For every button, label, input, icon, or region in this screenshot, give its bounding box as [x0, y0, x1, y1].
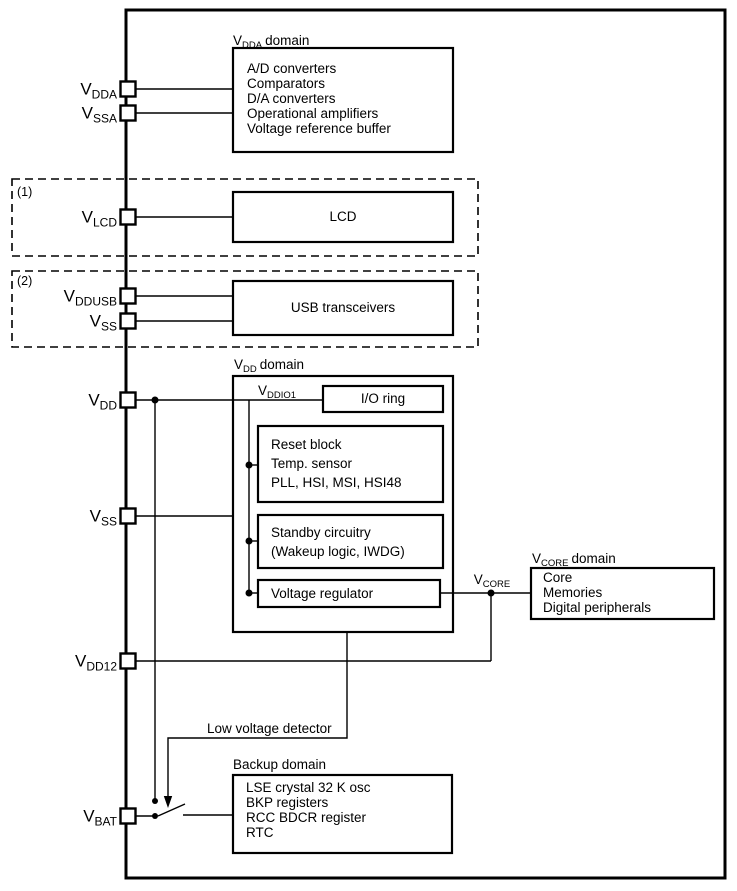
wire-low-voltage-detector [167, 632, 348, 796]
backup-item: BKP registers [246, 795, 329, 810]
backup-item: LSE crystal 32 K osc [246, 780, 371, 795]
pin-label-vdda: VDDA [80, 80, 117, 102]
usb-box-label: USB transceivers [291, 300, 396, 315]
pin-vssa [119, 104, 137, 122]
reset-block-items: Reset block Temp. sensor PLL, HSI, MSI, … [271, 437, 402, 490]
vdda-item: A/D converters [247, 61, 337, 76]
vcore-item: Digital peripherals [543, 600, 651, 615]
lcd-option-dashed-box [11, 178, 479, 257]
pin-label-vddusb: VDDUSB [64, 287, 117, 309]
pin-vss [119, 507, 137, 525]
pin-vss-usb [119, 312, 137, 330]
switch-contact-vbat [152, 813, 158, 819]
reset-block-item: Temp. sensor [271, 456, 353, 471]
chip-outline [124, 8, 727, 880]
vcore-domain-items: Core Memories Digital peripherals [543, 570, 651, 615]
vdda-item: Voltage reference buffer [247, 121, 391, 136]
note-2: (2) [17, 274, 32, 288]
pin-label-vdd: VDD [88, 391, 117, 413]
pin-vddusb [119, 287, 137, 305]
backup-domain-label: Backup domain [233, 757, 326, 772]
pin-vdd [119, 391, 137, 409]
junction-dot-reset [245, 461, 253, 469]
voltage-regulator-box [256, 578, 442, 609]
pin-label-vss-usb: VSS [90, 312, 117, 334]
usb-box [231, 279, 455, 337]
vcore-item: Memories [543, 585, 603, 600]
switch-contact-vdd [152, 798, 158, 804]
pin-vlcd [119, 208, 137, 226]
reset-block-box [256, 424, 445, 504]
reset-block-item: PLL, HSI, MSI, HSI48 [271, 475, 402, 490]
standby-item: (Wakeup logic, IWDG) [271, 544, 405, 559]
backup-contents-box [231, 773, 454, 855]
standby-item: Standby circuitry [271, 525, 371, 540]
vcore-net-label: VCORE [474, 572, 510, 590]
junction-dot-standby [245, 537, 253, 545]
reset-block-item: Reset block [271, 437, 342, 452]
lvd-arrowhead-icon [163, 796, 173, 808]
voltage-regulator-label: Voltage regulator [271, 586, 374, 601]
vcore-item: Core [543, 570, 572, 585]
standby-box [256, 513, 445, 570]
usb-option-dashed-box [11, 270, 479, 348]
pin-vdd12 [119, 652, 137, 670]
vdda-contents-box [231, 46, 455, 154]
io-ring-box [321, 384, 445, 414]
low-voltage-detector-label: Low voltage detector [207, 721, 332, 736]
vdda-item: D/A converters [247, 91, 336, 106]
vdda-domain-items: A/D converters Comparators D/A converter… [247, 61, 391, 136]
wires [136, 88, 531, 817]
pin-label-vlcd: VLCD [82, 208, 118, 230]
pin-vbat [119, 807, 137, 825]
pin-label-vssa: VSSA [82, 104, 117, 126]
vcore-contents-box [529, 566, 716, 621]
backup-domain-items: LSE crystal 32 K osc BKP registers RCC B… [246, 780, 371, 840]
backup-item: RCC BDCR register [246, 810, 367, 825]
backup-item: RTC [246, 825, 274, 840]
vdda-item: Operational amplifiers [247, 106, 379, 121]
junction-dot-vcore [487, 589, 495, 597]
vdda-item: Comparators [247, 76, 325, 91]
lcd-box [231, 190, 455, 244]
vddio1-net-label: VDDIO1 [258, 383, 296, 401]
pin-label-vbat: VBAT [83, 807, 117, 829]
switch-arm [157, 803, 186, 817]
power-switch [152, 796, 233, 819]
pin-label-vdd12: VDD12 [75, 652, 117, 674]
note-1: (1) [17, 185, 32, 199]
pin-label-vss: VSS [90, 507, 117, 529]
junction-dot-vdd [151, 396, 159, 404]
io-ring-label: I/O ring [361, 391, 405, 406]
pin-vdda [119, 80, 137, 98]
junction-dot-regulator [245, 589, 253, 597]
pins [119, 80, 137, 825]
standby-items: Standby circuitry (Wakeup logic, IWDG) [271, 525, 405, 559]
lcd-box-label: LCD [329, 209, 356, 224]
